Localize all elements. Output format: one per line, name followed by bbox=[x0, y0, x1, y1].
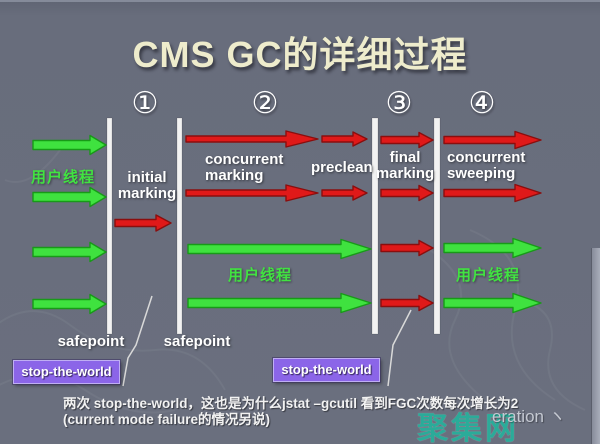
footnote: 两次 stop-the-world，这也是为什么jstat –gcutil 看到… bbox=[63, 396, 518, 428]
background-texture bbox=[469, 229, 556, 401]
label-line: concurrent bbox=[447, 149, 526, 166]
user-threads-label-middle: 用户线程 bbox=[227, 267, 293, 284]
gc-thread-arrow bbox=[185, 184, 319, 202]
gc-thread-arrow bbox=[380, 131, 434, 149]
phase-number-4: ④ bbox=[468, 87, 496, 120]
user-thread-arrow bbox=[32, 134, 107, 156]
gc-thread-arrow bbox=[380, 184, 434, 202]
phase-number-2: ② bbox=[251, 87, 279, 120]
user-thread-arrow bbox=[187, 238, 372, 260]
label-concurrent-marking: concurrent marking bbox=[205, 152, 283, 184]
user-thread-arrow bbox=[443, 292, 542, 314]
phase-number-3: ③ bbox=[385, 87, 413, 120]
watermark-fragment: eration ヽ bbox=[492, 407, 566, 426]
stw-pause-bar bbox=[106, 117, 113, 335]
label-initial-marking: initial marking bbox=[118, 170, 176, 202]
background-texture bbox=[519, 299, 586, 411]
slide-title: CMS GC的详细过程 bbox=[132, 34, 468, 75]
footnote-line-2: (current mode failure的情况另说) bbox=[63, 412, 271, 427]
watermark-text: 聚集网 bbox=[417, 411, 519, 444]
right-edge-decoration bbox=[591, 248, 600, 444]
gc-thread-arrow bbox=[114, 214, 172, 232]
user-threads-label-right: 用户线程 bbox=[455, 267, 521, 284]
user-thread-arrow bbox=[32, 241, 107, 263]
stw-pause-bar bbox=[176, 117, 183, 335]
label-line: concurrent bbox=[205, 151, 284, 168]
stop-the-world-badge-1: stop-the-world bbox=[12, 359, 121, 385]
gc-thread-arrow bbox=[443, 183, 542, 203]
gc-thread-arrow bbox=[185, 130, 319, 148]
gc-thread-arrow bbox=[380, 294, 434, 312]
stop-the-world-badge-2: stop-the-world bbox=[272, 357, 381, 383]
label-line: marking bbox=[117, 185, 177, 202]
user-threads-label-left: 用户线程 bbox=[31, 169, 96, 186]
user-thread-arrow bbox=[32, 186, 107, 208]
label-line: initial bbox=[127, 169, 167, 186]
safepoint-label-2: safepoint bbox=[163, 333, 231, 350]
label-line: sweeping bbox=[447, 165, 516, 182]
user-thread-arrow bbox=[32, 293, 107, 315]
gc-thread-arrow bbox=[443, 130, 542, 150]
phase-number-1: ① bbox=[131, 87, 159, 120]
safepoint-label-1: safepoint bbox=[57, 333, 125, 350]
gc-thread-arrow bbox=[321, 131, 368, 147]
label-line: marking bbox=[375, 165, 435, 182]
label-preclean: preclean bbox=[311, 159, 373, 176]
label-concurrent-sweeping: concurrent sweeping bbox=[447, 150, 525, 182]
label-final-marking: final marking bbox=[376, 150, 434, 182]
gc-thread-arrow bbox=[321, 185, 368, 201]
user-thread-arrow bbox=[187, 292, 372, 314]
stw-pause-bar bbox=[433, 117, 441, 335]
badge-pointer-line bbox=[122, 295, 153, 387]
user-thread-arrow bbox=[443, 237, 542, 259]
footnote-line-1: 两次 stop-the-world，这也是为什么jstat –gcutil 看到… bbox=[63, 396, 519, 411]
badge-pointer-line bbox=[387, 309, 412, 387]
label-line: marking bbox=[205, 167, 264, 184]
label-line: final bbox=[389, 149, 421, 166]
gc-thread-arrow bbox=[380, 239, 434, 257]
